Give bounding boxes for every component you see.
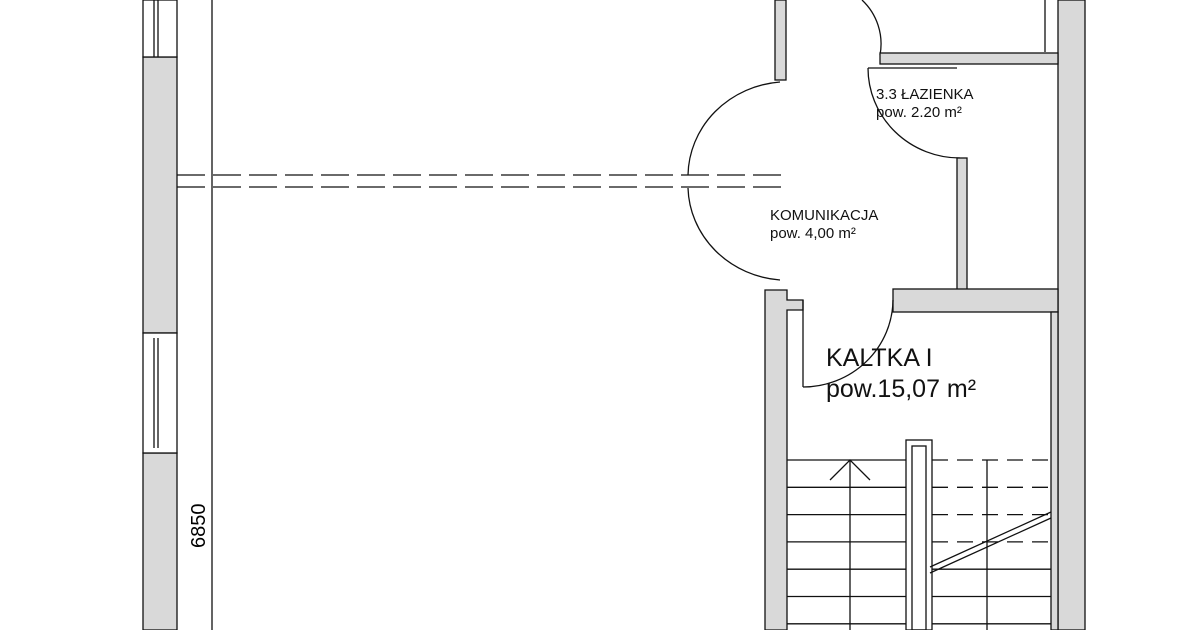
bathroom-side-wall — [956, 157, 968, 291]
left-outer-wall — [142, 0, 178, 630]
room-area: pow. 4,00 m² — [770, 225, 856, 242]
door-swing-top — [861, 0, 882, 56]
room-name: KALTKA I — [826, 344, 933, 372]
staircase — [787, 439, 1052, 630]
bathroom-bottom-wall — [892, 288, 1059, 313]
room-label-stairwell: KALTKA I pow.15,07 m² — [826, 343, 976, 406]
room-name: 3.3 ŁAZIENKA — [876, 86, 974, 103]
room-label-bathroom: 3.3 ŁAZIENKA pow. 2.20 m² — [876, 86, 974, 122]
kaltka-door-swing — [802, 299, 894, 388]
bathroom-top-wall — [879, 52, 1059, 65]
door-swing-left — [687, 81, 781, 281]
room-name: KOMUNIKACJA — [770, 207, 879, 224]
beam-dashed — [177, 174, 785, 188]
upper-partition-wall — [774, 0, 787, 81]
room-area: pow. 2.20 m² — [876, 104, 962, 121]
room-label-corridor: KOMUNIKACJA pow. 4,00 m² — [770, 207, 878, 243]
dimension-label: 6850 — [188, 503, 210, 549]
room-area: pow.15,07 m² — [826, 375, 977, 404]
bathroom-door-swing — [867, 67, 961, 159]
right-outer-wall — [1057, 0, 1086, 630]
stair-direction-arrow-icon — [829, 459, 871, 481]
